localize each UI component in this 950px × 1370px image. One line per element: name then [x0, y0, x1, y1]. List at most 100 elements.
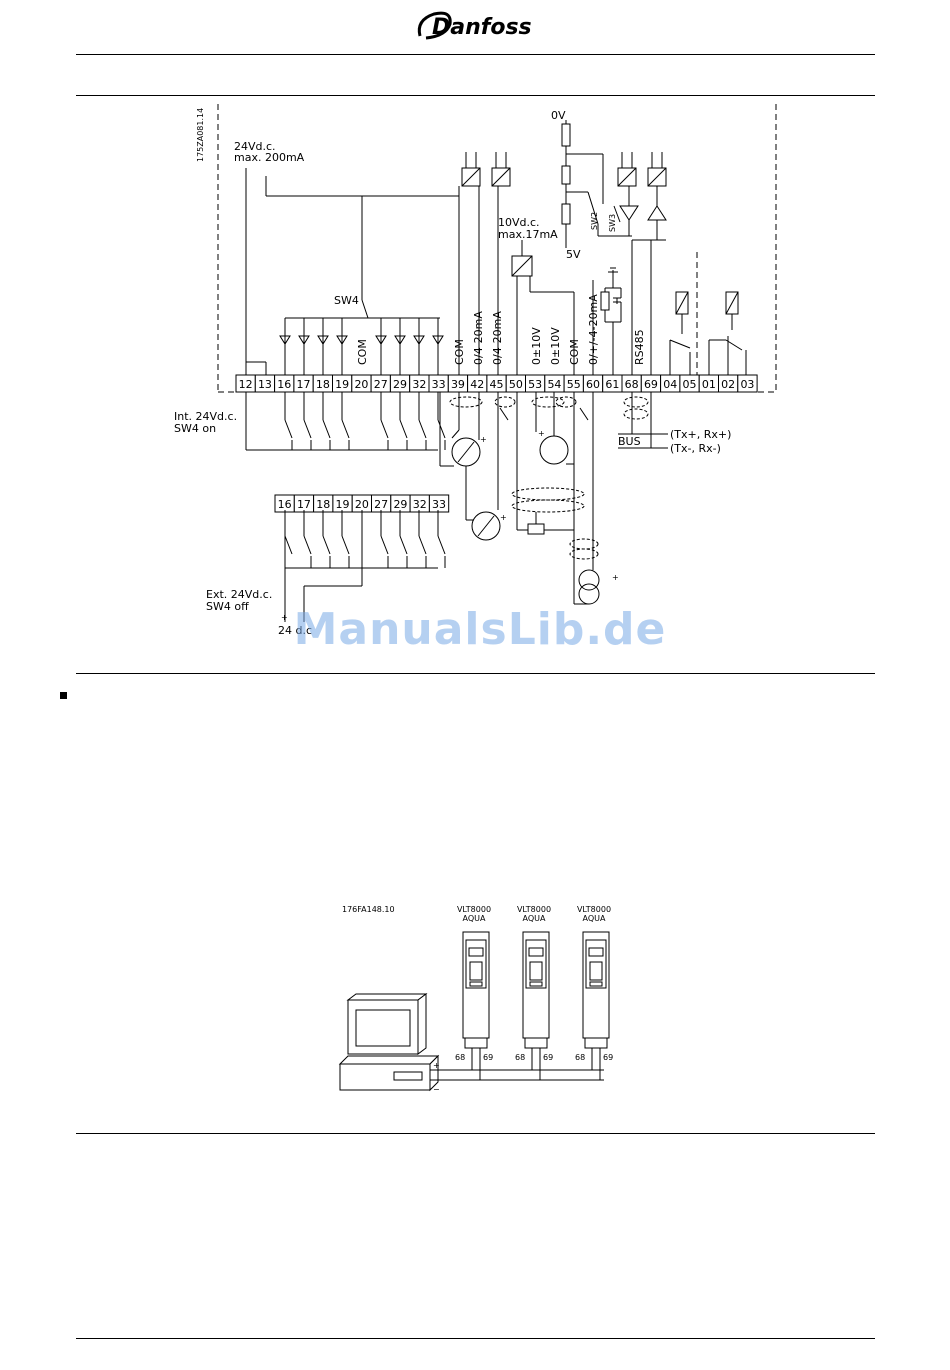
ext-terminal-19: 19	[336, 498, 350, 511]
main-terminal-33: 33	[432, 378, 446, 391]
main-terminal-19: 19	[335, 378, 349, 391]
main-terminal-53: 53	[528, 378, 542, 391]
main-terminal-69: 69	[644, 378, 658, 391]
analog-supply-2: max.17mA	[498, 228, 558, 241]
plus-sign-4: +	[612, 573, 619, 582]
main-terminal-04: 04	[663, 378, 677, 391]
wiring-diagram: 175ZA081.14 24Vd.c. max. 200mA SW4 COM C…	[174, 104, 777, 637]
ext-terminal-32: 32	[413, 498, 427, 511]
analog-output-modules	[458, 152, 511, 375]
sw3-label: SW3	[608, 214, 617, 232]
drive-2-t68: 68	[515, 1053, 525, 1062]
network-diagram-ref: 176FA148.10	[342, 905, 395, 914]
ext-terminal-33: 33	[432, 498, 446, 511]
pc-plus: +	[433, 1061, 440, 1070]
main-terminal-16: 16	[277, 378, 291, 391]
rs485-drivers	[617, 152, 667, 375]
plus-sign-3: +	[538, 429, 545, 438]
ext-terminal-29: 29	[393, 498, 407, 511]
ext-plus: +	[281, 613, 288, 622]
label-com-20: COM	[356, 339, 369, 365]
int-switches	[245, 392, 446, 451]
main-terminal-32: 32	[412, 378, 426, 391]
main-terminal-05: 05	[683, 378, 697, 391]
label-rs485: RS485	[633, 329, 646, 365]
main-terminal-01: 01	[702, 378, 716, 391]
ext-switches	[284, 510, 446, 622]
bus-txm: (Tx-, Rx-)	[670, 442, 721, 455]
analog-instruments	[439, 392, 668, 605]
int-supply-1: Int. 24Vd.c.	[174, 410, 237, 423]
bullet-marker	[60, 692, 67, 699]
drive-3: VLT8000 AQUA 68 69	[575, 905, 613, 1080]
ext-terminal-17: 17	[297, 498, 311, 511]
bus-label: BUS	[618, 435, 641, 448]
header-rule	[76, 54, 875, 55]
pc-computer	[338, 993, 440, 1092]
main-terminal-03: 03	[740, 378, 754, 391]
ext-supply-3: 24 d.c	[278, 624, 312, 637]
int-supply-2: SW4 on	[174, 422, 216, 435]
section-rule-lower	[76, 1133, 875, 1134]
ext-terminal-box	[428, 494, 450, 513]
main-terminal-17: 17	[297, 378, 311, 391]
drive-2-line1: VLT8000	[517, 905, 551, 914]
opto-inputs	[279, 318, 444, 375]
main-terminal-60: 60	[586, 378, 600, 391]
main-terminal-13: 13	[258, 378, 272, 391]
main-terminal-18: 18	[316, 378, 330, 391]
drive-3-line2: AQUA	[583, 914, 606, 923]
drive-2: VLT8000 AQUA 68 69	[515, 905, 553, 1080]
ext-terminal-27: 27	[374, 498, 388, 511]
drive-1-t69: 69	[483, 1053, 493, 1062]
drive-1: VLT8000 AQUA 68 69	[455, 905, 493, 1080]
main-terminal-20: 20	[354, 378, 368, 391]
main-terminal-27: 27	[374, 378, 388, 391]
main-terminal-50: 50	[509, 378, 523, 391]
main-terminal-12: 12	[239, 378, 253, 391]
plus-sign-2: +	[500, 513, 507, 522]
label-54: 0±10V	[549, 327, 562, 365]
watermark: ManualsLib.de	[293, 604, 667, 655]
logo-wordmark: Danfoss	[432, 15, 532, 40]
plus-sign-1: +	[480, 435, 487, 444]
sw4-label: SW4	[334, 294, 359, 307]
bus-txp: (Tx+, Rx+)	[670, 428, 731, 441]
analog-supply-1: 10Vd.c.	[498, 216, 540, 229]
zero-v-label: 0V	[551, 109, 566, 122]
drive-3-t68: 68	[575, 1053, 585, 1062]
ext-terminal-16: 16	[278, 498, 292, 511]
main-terminal-45: 45	[490, 378, 504, 391]
ext-supply-2: SW4 off	[206, 600, 249, 613]
pc-minus: −	[433, 1085, 440, 1094]
supply-10v	[511, 240, 575, 375]
current-input-60	[592, 267, 622, 375]
drive-3-line1: VLT8000	[577, 905, 611, 914]
footer-rule	[76, 1338, 875, 1339]
main-terminal-39: 39	[451, 378, 465, 391]
drive-1-line2: AQUA	[463, 914, 486, 923]
drive-3-t69: 69	[603, 1053, 613, 1062]
main-terminal-29: 29	[393, 378, 407, 391]
ext-supply-1: Ext. 24Vd.c.	[206, 588, 272, 601]
supply-label-2: max. 200mA	[234, 151, 305, 164]
drive-1-line1: VLT8000	[457, 905, 491, 914]
main-terminal-42: 42	[470, 378, 484, 391]
drive-1-t68: 68	[455, 1053, 465, 1062]
terminal-strip-main: 12 13 16 17 18 19 20 27 29 32 33 39 42 45 50 53 54 55 60 61…	[235, 374, 758, 393]
drive-2-line2: AQUA	[523, 914, 546, 923]
sw4-switch	[361, 299, 369, 319]
five-v-label: 5V	[566, 248, 581, 261]
sw2-label: SW2	[590, 212, 599, 230]
diagram-ref: 175ZA081.14	[196, 108, 205, 162]
main-terminal-55: 55	[567, 378, 581, 391]
ext-terminal-20: 20	[355, 498, 369, 511]
danfoss-logo: Danfoss	[417, 11, 532, 40]
section-rule-top	[76, 95, 875, 96]
main-terminal-54: 54	[547, 378, 561, 391]
main-terminal-02: 02	[721, 378, 735, 391]
resistor-chain	[561, 120, 632, 248]
main-terminal-61: 61	[605, 378, 619, 391]
main-terminal-box	[737, 374, 758, 393]
